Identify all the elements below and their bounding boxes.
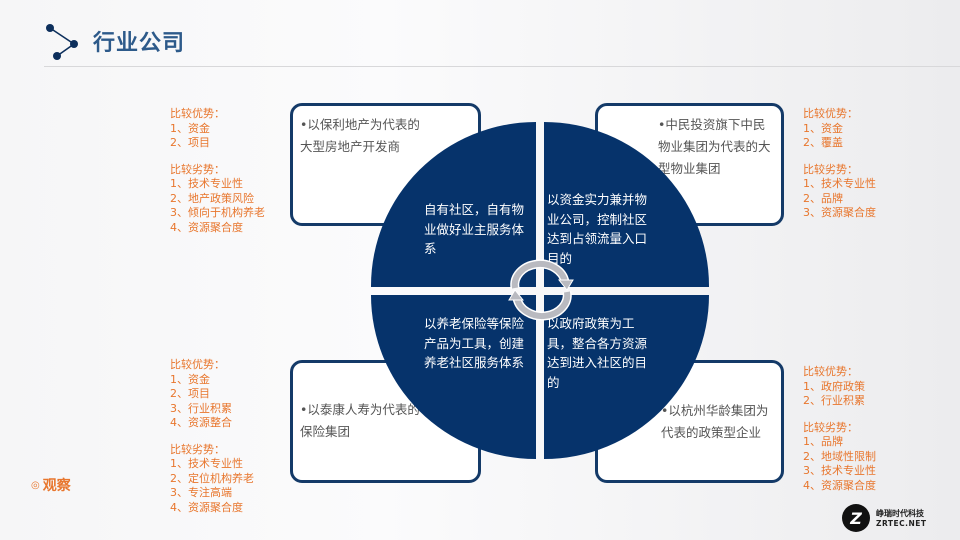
list-item: 2、项目 xyxy=(170,136,210,149)
eye-icon: ◎ xyxy=(31,479,40,491)
advantages-title: 比较优势： xyxy=(170,358,225,371)
logo-mark-icon: Z xyxy=(842,504,870,532)
disadvantages-title: 比较劣势： xyxy=(170,162,225,176)
list-item: 1、资金 xyxy=(803,121,843,135)
observe-text: 观察 xyxy=(42,478,71,494)
cycle-arrows-icon xyxy=(508,259,574,321)
quadrant-text: 以政府政策为工具，整合各方资源达到进入社区的目的 xyxy=(547,316,648,390)
disadvantages-title: 比较劣势： xyxy=(803,162,858,176)
header-divider xyxy=(44,66,960,67)
advantages-title: 比较优势： xyxy=(803,365,858,378)
list-item: 1、技术专业性 xyxy=(170,457,243,470)
list-item: 1、技术专业性 xyxy=(803,177,876,190)
strategy-circle: 自有社区，自有物业做好业主服务体系 以资金实力兼并物业公司，控制社区达到占领流量… xyxy=(371,122,709,459)
list-item: 1、品牌 xyxy=(803,435,843,448)
side-list-bottom-right: 比较优势： 1、政府政策 2、行业积累 比较劣势： 1、品牌 2、地域性限制 3… xyxy=(803,365,876,493)
list-item: 4、资源聚合度 xyxy=(170,500,243,514)
list-item: 3、资源聚合度 xyxy=(803,206,876,219)
list-item: 2、地产政策风险 xyxy=(170,191,254,205)
side-list-top-right: 比较优势： 1、资金 2、覆盖 比较劣势： 1、技术专业性 2、品牌 3、资源聚… xyxy=(803,107,876,221)
list-item: 1、技术专业性 xyxy=(170,177,243,190)
list-item: 3、技术专业性 xyxy=(803,464,876,477)
company-box-text: •以保利地产为代表的大型房地产开发商 xyxy=(300,117,420,154)
advantages-title: 比较优势： xyxy=(803,107,858,120)
list-item: 1、资金 xyxy=(170,372,210,386)
list-item: 3、倾向于机构养老 xyxy=(170,206,265,219)
side-list-bottom-left: 比较优势： 1、资金 2、项目 3、行业积累 4、资源整合 比较劣势： 1、技术… xyxy=(170,358,254,515)
list-item: 1、资金 xyxy=(170,121,210,135)
logo-name: 峥瑞时代科技 xyxy=(876,508,924,518)
page-title: 行业公司 xyxy=(93,31,186,56)
list-item: 4、资源聚合度 xyxy=(803,478,876,492)
company-logo: Z 峥瑞时代科技 ZRTEC.NET xyxy=(842,504,927,532)
company-box-text: •以杭州华龄集团为代表的政策型企业 xyxy=(661,403,769,440)
list-item: 2、定位机构养老 xyxy=(170,471,254,485)
logo-domain: ZRTEC.NET xyxy=(876,518,927,528)
side-list-top-left: 比较优势： 1、资金 2、项目 比较劣势： 1、技术专业性 2、地产政策风险 3… xyxy=(170,107,265,235)
quadrant-text: 以养老保险等保险产品为工具，创建养老社区服务体系 xyxy=(424,316,525,370)
advantages-title: 比较优势： xyxy=(170,107,225,120)
company-box-text: •中民投资旗下中民物业集团为代表的大型物业集团 xyxy=(658,117,771,176)
company-box-text: •以泰康人寿为代表的保险集团 xyxy=(300,402,420,439)
list-item: 4、资源整合 xyxy=(170,416,232,429)
disadvantages-title: 比较劣势： xyxy=(803,420,858,434)
list-item: 4、资源聚合度 xyxy=(170,220,243,234)
list-item: 2、品牌 xyxy=(803,191,843,205)
quadrant-text: 以资金实力兼并物业公司，控制社区达到占领流量入口目的 xyxy=(547,192,648,266)
list-item: 2、项目 xyxy=(170,387,210,400)
list-item: 3、专注高端 xyxy=(170,486,232,499)
share-nodes-icon xyxy=(46,24,78,60)
list-item: 2、覆盖 xyxy=(803,136,843,149)
disadvantages-title: 比较劣势： xyxy=(170,442,225,456)
list-item: 1、政府政策 xyxy=(803,379,865,393)
list-item: 2、行业积累 xyxy=(803,394,865,407)
list-item: 2、地域性限制 xyxy=(803,449,876,463)
quadrant-text: 自有社区，自有物业做好业主服务体系 xyxy=(424,202,525,256)
list-item: 3、行业积累 xyxy=(170,401,232,415)
observe-label: ◎ 观察 xyxy=(31,475,71,495)
